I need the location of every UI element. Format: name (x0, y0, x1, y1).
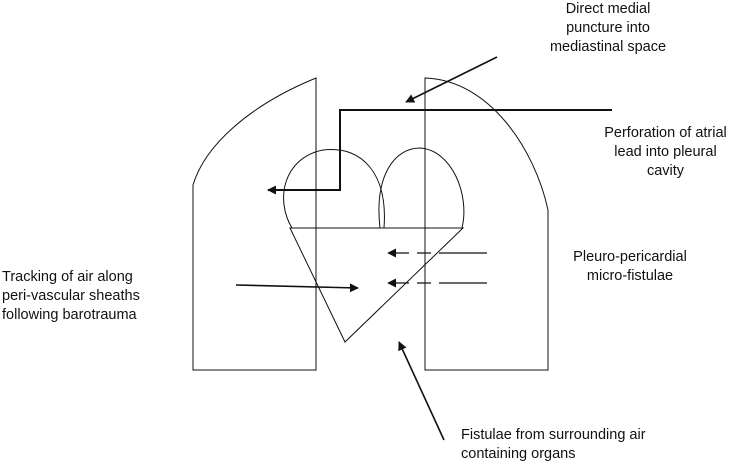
label-direct-medial: Direct medial puncture into mediastinal … (549, 1, 667, 55)
left-lung-outline (192, 77, 317, 371)
heart-right-lobe (378, 147, 465, 229)
label-atrial-lead: Perforation of atrial lead into pleural … (604, 125, 727, 179)
direct-medial-arrow (405, 56, 498, 103)
heart-ventricle (289, 227, 465, 343)
atrial-lead-line (267, 109, 612, 195)
tracking-air-arrow (235, 283, 359, 293)
right-lung-outline (424, 77, 549, 371)
surrounding-organs-arrow (398, 341, 445, 441)
label-pleuro-pericardial: Pleuro-pericardial micro-fistulae (573, 249, 687, 284)
heart-left-lobe (283, 148, 385, 229)
label-fistulae-organs: Fistulae from surrounding air containing… (461, 427, 646, 462)
label-tracking-air: Tracking of air along peri-vascular shea… (2, 269, 140, 323)
